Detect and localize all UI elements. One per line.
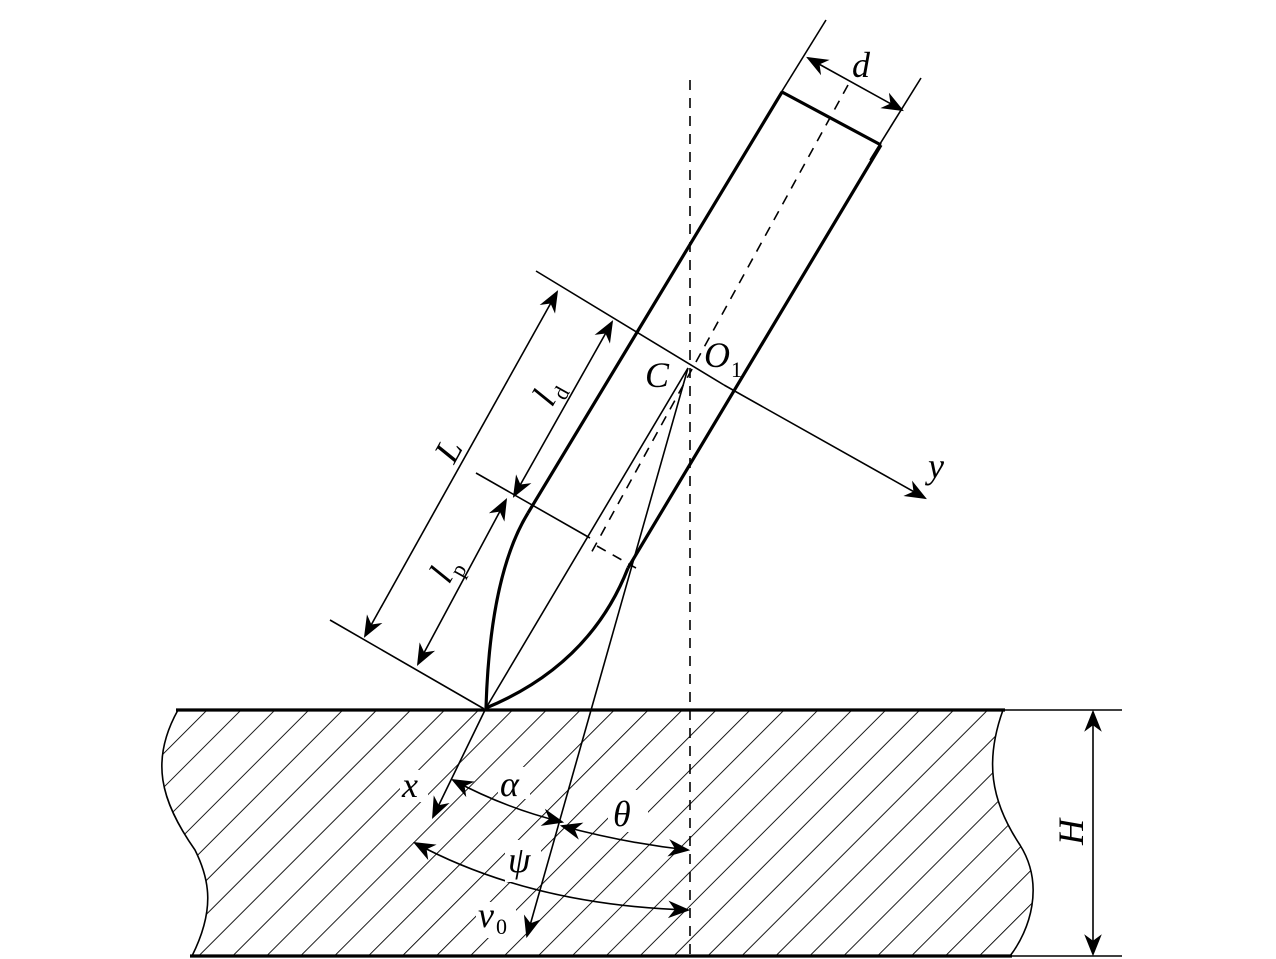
projectile-right-edge — [626, 144, 883, 569]
label-v0: v 0 — [478, 895, 507, 939]
tip-to-C-line — [485, 367, 689, 709]
label-C: C — [645, 355, 670, 395]
label-O1: O 1 — [704, 335, 742, 382]
projectile-left-edge — [526, 91, 784, 514]
label-lp: l p — [421, 559, 472, 589]
nose-right-ogive — [485, 567, 630, 710]
label-d: d — [852, 45, 871, 85]
nose-left-ogive — [484, 512, 530, 709]
x-axis-line — [432, 707, 487, 819]
label-y: y — [925, 446, 944, 486]
centroid-section-line — [535, 270, 725, 386]
projectile-axis — [589, 84, 849, 556]
label-ld: l d — [524, 382, 575, 412]
tip-section-line — [329, 619, 487, 711]
label-H: H — [1051, 817, 1091, 846]
projectile-tail — [781, 90, 882, 147]
svg-text:v: v — [478, 895, 494, 935]
target-block — [161, 708, 1034, 958]
label-alpha: α — [500, 764, 520, 804]
label-x: x — [401, 765, 418, 805]
svg-text:1: 1 — [731, 357, 742, 382]
label-psi: ψ — [508, 840, 531, 880]
length-ld-dimension — [512, 320, 614, 498]
caliber-dimension — [773, 19, 922, 161]
svg-text:O: O — [704, 335, 730, 375]
svg-text:0: 0 — [496, 914, 507, 939]
nose-section-dash — [596, 545, 637, 569]
label-L: L — [426, 432, 471, 470]
alpha-arc — [451, 778, 565, 826]
psi-arc — [413, 841, 691, 919]
label-theta: θ — [613, 794, 631, 834]
length-lp-dimension — [416, 498, 508, 666]
thickness-dimension — [1003, 709, 1122, 957]
velocity-direction-line — [523, 367, 689, 939]
y-axis-line — [723, 384, 927, 500]
nose-section-line — [475, 472, 591, 539]
